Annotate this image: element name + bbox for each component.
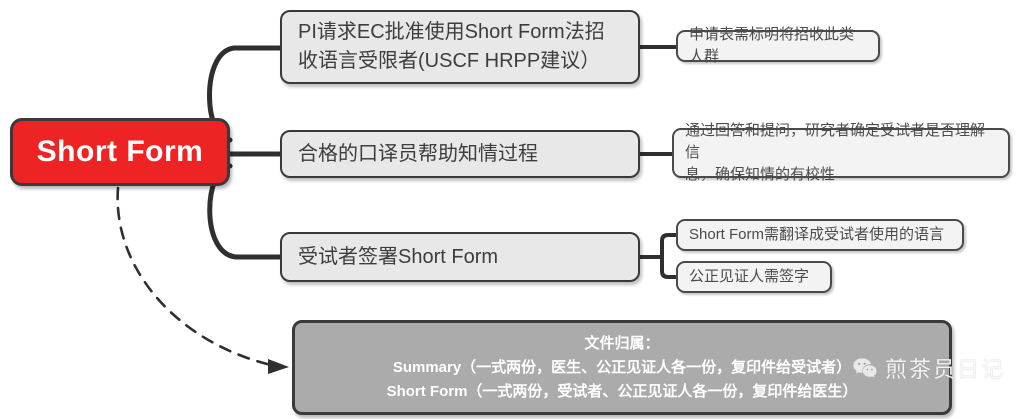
root-node-short-form[interactable]: Short Form <box>10 118 230 186</box>
summary-box-line-2: Summary（一式两份，医生、公正见证人各一份，复印件给受试者） <box>392 358 852 376</box>
branch-node-2[interactable]: 合格的口译员帮助知情过程 <box>280 130 640 178</box>
leaf-node-3a[interactable]: Short Form需翻译成受试者使用的语言 <box>676 219 964 251</box>
connector-bracket-upper <box>660 233 678 259</box>
branch-node-2-line-1: 合格的口译员帮助知情过程 <box>298 142 538 165</box>
leaf-node-1-text: 申请表需标明将招收此类人群 <box>689 24 867 68</box>
connector-root-summary-dashed <box>116 186 282 369</box>
summary-box-line-3: Short Form（一式两份，受试者、公正见证人各一份，复印件给医生） <box>386 382 858 400</box>
leaf-node-1[interactable]: 申请表需标明将招收此类人群 <box>676 26 880 65</box>
leaf-node-3b[interactable]: 公正见证人需签字 <box>676 261 832 293</box>
summary-box-line-1: 文件归属： <box>584 334 660 352</box>
branch-node-3-line-1: 受试者签署Short Form <box>298 245 499 268</box>
leaf-node-3b-text: 公正见证人需签字 <box>689 266 809 288</box>
leaf-node-1-line-1: 申请表需标明将招收此类人群 <box>689 26 855 65</box>
branch-node-3[interactable]: 受试者签署Short Form <box>280 232 640 282</box>
arrowhead-summary <box>268 359 289 374</box>
leaf-node-3a-line-1: Short Form需翻译成受试者使用的语言 <box>689 226 945 243</box>
leaf-node-2-text: 通过回答和提问，研究者确定受试者是否理解信 息，确保知情的有校性 <box>685 120 997 186</box>
root-node-label: Short Form <box>36 135 204 168</box>
branch-node-3-text: 受试者签署Short Form <box>298 243 498 272</box>
summary-box[interactable]: 文件归属： Summary（一式两份，医生、公正见证人各一份，复印件给受试者） … <box>292 320 952 415</box>
leaf-node-2-line-1: 通过回答和提问，研究者确定受试者是否理解信 <box>685 122 986 161</box>
branch-node-1-line-2: 收语言受限者(USCF HRPP建议） <box>298 50 601 72</box>
leaf-node-2[interactable]: 通过回答和提问，研究者确定受试者是否理解信 息，确保知情的有校性 <box>672 122 1010 183</box>
connector-bracket-lower <box>660 255 678 279</box>
branch-node-1-text: PI请求EC批准使用Short Form法招 收语言受限者(USCF HRPP建… <box>298 18 605 76</box>
branch-node-1[interactable]: PI请求EC批准使用Short Form法招 收语言受限者(USCF HRPP建… <box>280 10 640 84</box>
leaf-node-3a-text: Short Form需翻译成受试者使用的语言 <box>689 224 944 246</box>
branch-node-1-line-1: PI请求EC批准使用Short Form法招 <box>298 21 605 43</box>
leaf-node-2-line-2: 息，确保知情的有校性 <box>685 166 836 183</box>
branch-node-2-text: 合格的口译员帮助知情过程 <box>298 140 538 169</box>
leaf-node-3b-line-1: 公正见证人需签字 <box>689 268 810 285</box>
